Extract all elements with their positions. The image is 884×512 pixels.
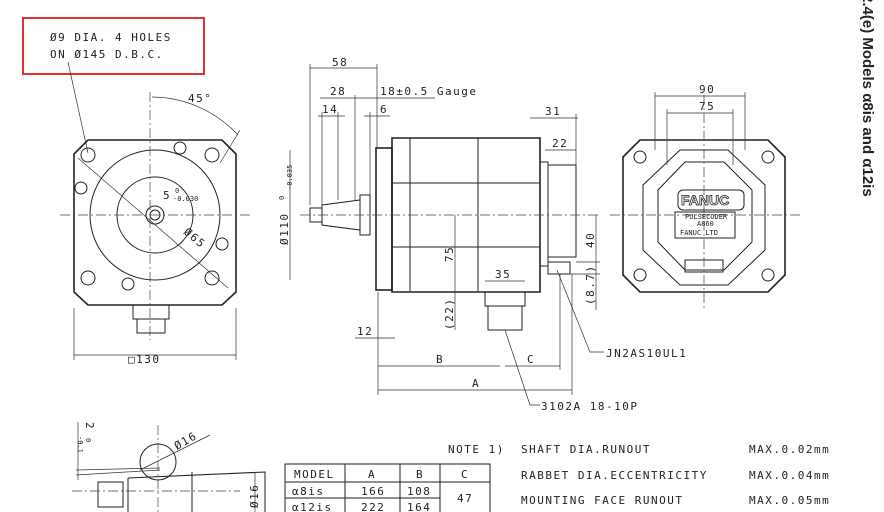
gauge-label: 18±0.5 Gauge: [380, 85, 477, 98]
section-title: 2.4(e) Models α8is and α12is: [859, 0, 876, 197]
dim-12: 12: [357, 325, 373, 338]
side-view: 58 28 14 6 18±0.5 Gauge 31 22 Ø110 -0.03…: [278, 56, 687, 413]
dim-A: A: [472, 377, 480, 390]
dim-35: 35: [495, 268, 511, 281]
shaft-tol: 2: [83, 422, 96, 430]
rear-view: FANUC PULSECODER A860 FANUC LTD 90 75: [610, 83, 800, 310]
note-1-value: MAX.0.02mm: [749, 443, 830, 456]
callout-line2: ON Ø145 D.B.C.: [50, 48, 164, 61]
note-label: NOTE 1): [448, 443, 505, 456]
header-a: A: [368, 468, 376, 481]
angle-label: 45°: [188, 92, 212, 105]
note-2-text: RABBET DIA.ECCENTRICITY: [521, 469, 708, 482]
plate-maker: FANUC LTD: [680, 229, 718, 237]
spigot-tol-upper: 0: [278, 196, 286, 200]
shaft-detail: Ø16 Ø16 2 -0.1 0: [72, 422, 266, 512]
dim-58: 58: [332, 56, 348, 69]
header-c: C: [461, 468, 469, 481]
dim-22b: (22): [443, 298, 456, 331]
note-3-text: MOUNTING FACE RUNOUT: [521, 494, 683, 507]
dim-28: 28: [330, 85, 346, 98]
model-table: MODEL A B C α8is 166 108 α12is 222 164 4…: [284, 463, 491, 512]
row1-a: 166: [361, 485, 385, 498]
dim-B: B: [436, 353, 444, 366]
row2-model: α12is: [292, 501, 333, 512]
header-model: MODEL: [294, 468, 335, 481]
plate-line1: PULSECODER: [685, 213, 728, 221]
note-3-value: MAX.0.05mm: [749, 494, 830, 507]
notes: NOTE 1) SHAFT DIA.RUNOUT MAX.0.02mm RABB…: [448, 443, 830, 507]
connector-jn2: JN2AS10UL1: [606, 347, 687, 360]
shared-c: 47: [457, 492, 473, 505]
dim-31: 31: [545, 105, 561, 118]
hole-callout: Ø9 DIA. 4 HOLES ON Ø145 D.B.C.: [50, 31, 172, 154]
shaft-dia-label: Ø16: [172, 429, 200, 452]
keyway-label: 5: [163, 189, 171, 202]
row2-a: 222: [361, 501, 385, 512]
shaft-tol-upper: 0: [84, 438, 92, 442]
shaft-dia-label-2: Ø16: [248, 484, 261, 508]
front-view: 45° 5 -0.030 0 Ø65 □130: [60, 92, 250, 366]
dim-22: 22: [552, 137, 568, 150]
row1-b: 108: [407, 485, 431, 498]
row2-b: 164: [407, 501, 431, 512]
connector-3102a: 3102A 18-10P: [541, 400, 638, 413]
dim-14: 14: [322, 103, 338, 116]
pilot-dia-label: Ø65: [181, 225, 208, 251]
spigot-dia: Ø110: [278, 213, 291, 246]
dim-90: 90: [699, 83, 715, 96]
header-b: B: [416, 468, 424, 481]
keyway-tol: -0.030: [173, 195, 198, 203]
dim-75-rear: 75: [699, 100, 715, 113]
note-1-text: SHAFT DIA.RUNOUT: [521, 443, 651, 456]
square-label: □130: [128, 353, 161, 366]
row1-model: α8is: [292, 485, 325, 498]
note-2-value: MAX.0.04mm: [749, 469, 830, 482]
dim-6: 6: [380, 103, 388, 116]
spigot-tol: -0.035: [286, 165, 294, 190]
callout-highlight-box: [22, 17, 205, 75]
fanuc-logo: FANUC: [681, 192, 729, 208]
shaft-tol-lower: -0.1: [76, 436, 84, 453]
keyway-tol-upper: 0: [175, 187, 179, 195]
callout-line1: Ø9 DIA. 4 HOLES: [50, 31, 172, 44]
dim-40: 40: [584, 232, 597, 248]
dim-8-7: (8.7): [584, 264, 597, 305]
dim-C: C: [527, 353, 535, 366]
dim-75: 75: [443, 246, 456, 262]
plate-line2: A860: [697, 220, 714, 228]
